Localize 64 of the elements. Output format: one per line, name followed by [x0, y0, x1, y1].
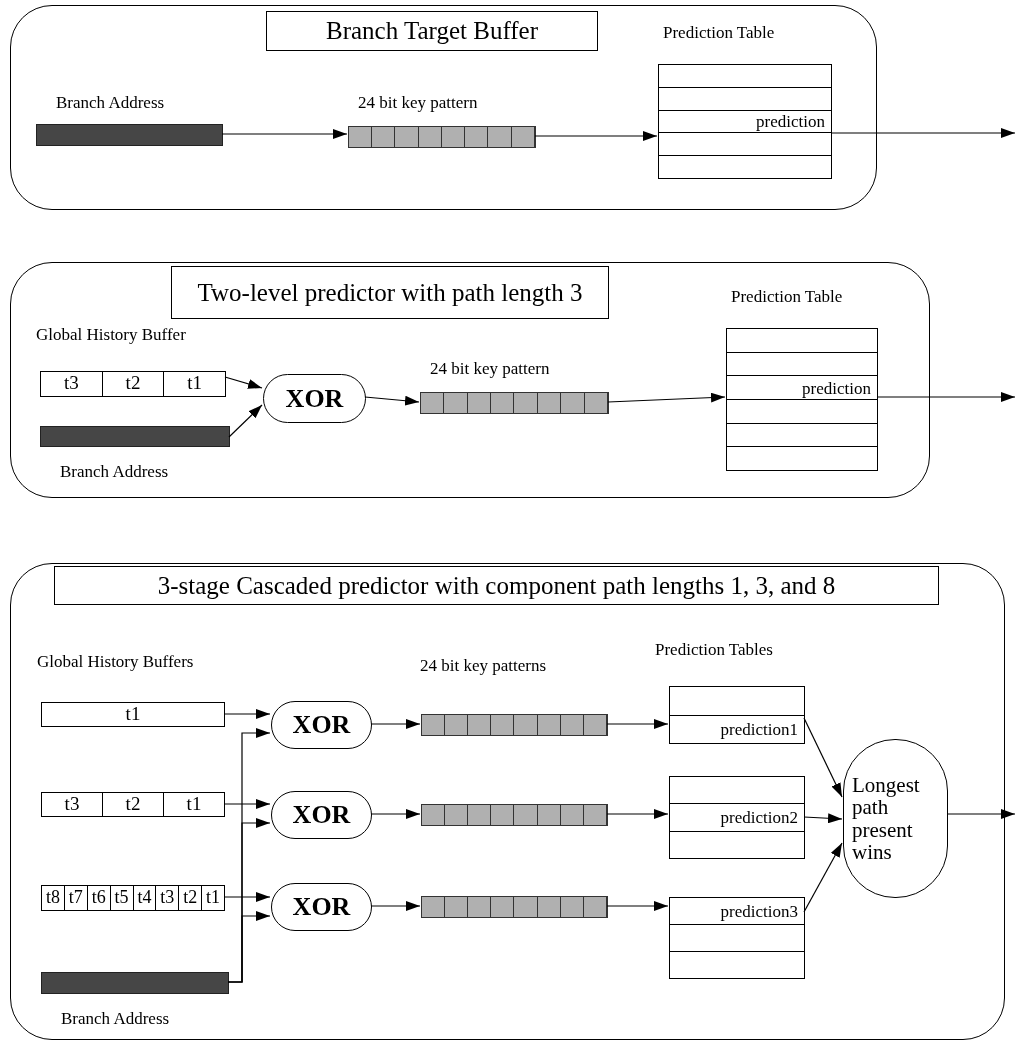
arrow [223, 709, 271, 719]
xor-operator: XOR [271, 701, 372, 749]
time-slot-label: t1 [163, 793, 224, 816]
time-slot-label: t2 [178, 886, 202, 910]
panel-title: 3-stage Cascaded predictor with component path lengths 1, 3, and 8 [54, 566, 939, 605]
time-slot-label: t7 [63, 886, 87, 910]
arrow [223, 892, 271, 902]
prediction-entry: prediction [756, 113, 825, 130]
arrow [803, 813, 843, 824]
arrow [607, 392, 726, 403]
xor-operator: XOR [271, 883, 372, 931]
panel-frame [10, 5, 877, 210]
key-pattern-label: 24 bit key pattern [358, 94, 478, 111]
arrow [227, 911, 271, 983]
xor-operator: XOR [263, 374, 366, 423]
time-slot-label: t3 [62, 372, 80, 395]
time-slot-label: t6 [86, 886, 110, 910]
table-heading: Prediction Table [663, 24, 775, 41]
prediction-entry: prediction1 [720, 720, 798, 738]
arrow [221, 129, 348, 139]
arrow [224, 376, 263, 389]
selector-node: Longest path present wins [843, 739, 948, 898]
arrow [803, 842, 843, 913]
arrow [364, 395, 420, 406]
field-label: Branch Address [61, 1010, 170, 1027]
time-slot-label: t3 [155, 886, 179, 910]
arrow [534, 131, 658, 141]
xor-operator: XOR [271, 791, 372, 839]
arrow [228, 404, 263, 438]
table-heading: Prediction Table [731, 288, 843, 305]
arrow [606, 719, 669, 729]
key-pattern-label: 24 bit key pattern [430, 360, 550, 377]
time-slot-label: t1 [124, 703, 142, 726]
panel-frame [10, 563, 1005, 1040]
field-label: Branch Address [60, 463, 169, 480]
time-slot-label: t3 [63, 793, 81, 816]
arrow [946, 809, 1016, 819]
arrow [803, 717, 843, 798]
panel-title: Two-level predictor with path length 3 [171, 266, 609, 319]
time-slot-label: t4 [132, 886, 156, 910]
column-heading: Global History Buffers [37, 653, 194, 670]
prediction-entry: prediction [802, 379, 871, 397]
prediction-entry: prediction2 [720, 809, 798, 826]
arrow [606, 809, 669, 819]
prediction-entry: prediction3 [720, 902, 798, 920]
column-heading: 24 bit key patterns [420, 657, 547, 674]
field-label: Branch Address [56, 94, 165, 111]
time-slot-label: t1 [163, 372, 225, 396]
arrow [370, 809, 421, 819]
arrow [370, 901, 421, 911]
panel-title: Branch Target Buffer [266, 11, 598, 51]
panel-frame [10, 262, 930, 498]
arrow [606, 901, 669, 911]
time-slot-label: t8 [44, 886, 61, 909]
time-slot-label: t2 [101, 372, 164, 396]
time-slot-label: t5 [109, 886, 133, 910]
arrow [370, 719, 421, 729]
arrow [830, 128, 1016, 138]
buffer-heading: Global History Buffer [36, 326, 186, 343]
arrow [223, 799, 271, 809]
time-slot-label: t2 [102, 793, 163, 816]
arrow [876, 392, 1016, 402]
column-heading: Prediction Tables [655, 641, 773, 658]
time-slot-label: t1 [201, 886, 224, 910]
